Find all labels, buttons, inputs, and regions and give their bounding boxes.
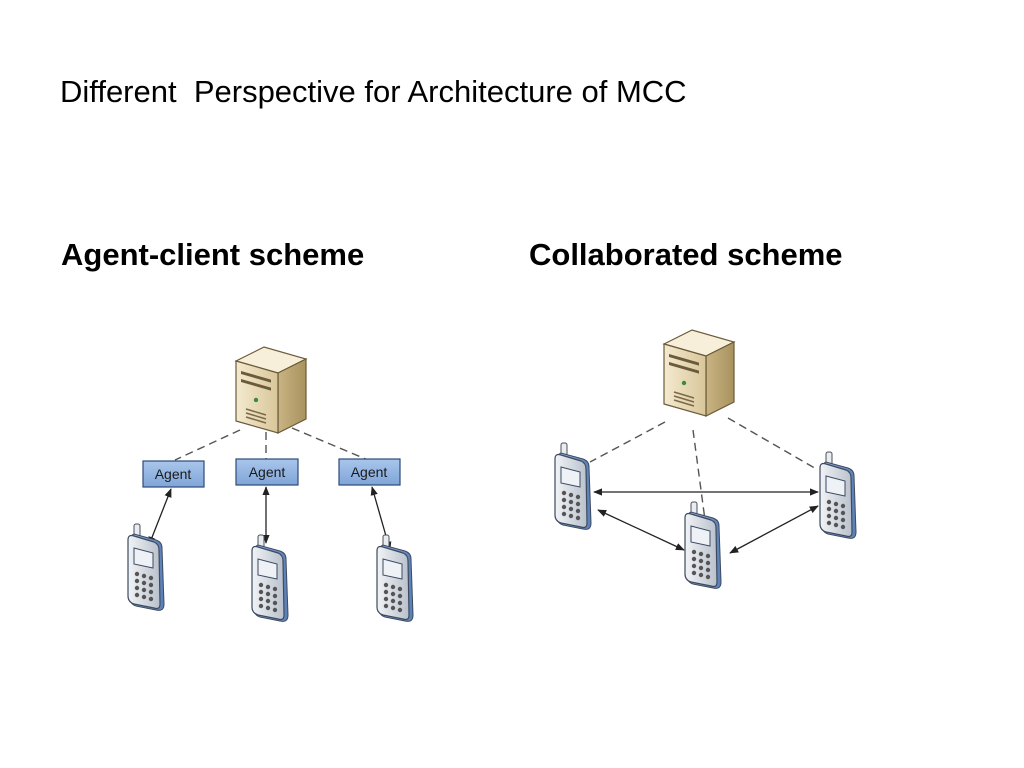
slide-title: Different Perspective for Architecture o… [60,74,687,109]
agent-label: Agent [249,464,286,480]
server-agent-link [291,427,369,461]
mobile-phone-icon [819,451,857,540]
server-phone-link [589,421,666,463]
agent-box: Agent [338,458,401,486]
server-phone-link [727,417,819,471]
server-icon [235,346,307,434]
agent-client-scheme-heading: Agent-client scheme [61,237,365,272]
server-phone-link [692,429,706,521]
agent-label: Agent [155,466,192,482]
agent-client-diagram: Agent Agent Agent [127,346,414,623]
mobile-phone-icon [251,534,289,623]
agent-phone-link [148,488,172,546]
peer-link [597,509,685,551]
mobile-phone-icon [376,534,414,623]
server-agent-link [174,429,241,461]
mobile-phone-icon [684,501,722,590]
server-icon [663,329,735,417]
mobile-phone-icon [554,442,592,531]
agent-box: Agent [142,460,205,488]
mobile-phone-icon [127,523,165,612]
agent-label: Agent [351,464,388,480]
peer-link [729,505,819,554]
agent-box: Agent [235,458,299,486]
collaborated-diagram [554,329,857,590]
collaborated-scheme-heading: Collaborated scheme [529,237,843,272]
